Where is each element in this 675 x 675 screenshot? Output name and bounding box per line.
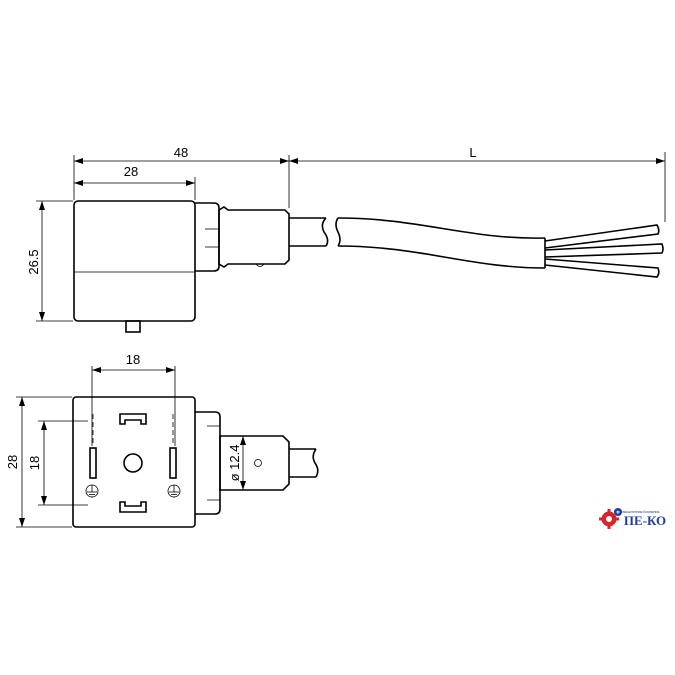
side-view: 48 28 L 26.5 (26, 145, 666, 333)
gear-icon (599, 508, 622, 529)
dimension-cable-diameter: ø 12.4 (227, 445, 242, 482)
cable-gland (218, 206, 290, 268)
logo-tagline: Промышленная Компания (617, 510, 660, 514)
contact-left (89, 447, 97, 479)
ground-icon-right (167, 484, 181, 498)
dimension-18-width: 18 (126, 352, 140, 367)
dimension-48: 48 (174, 145, 188, 160)
dimension-28-height: 28 (5, 455, 20, 469)
front-view: 18 28 18 ø 12.4 (5, 352, 319, 528)
dimension-28-top: 28 (124, 164, 138, 179)
cable-wires (544, 224, 664, 278)
company-logo: Промышленная Компания ПЕ-КО (599, 508, 666, 529)
front-gland (219, 435, 290, 491)
contact-bottom (119, 501, 147, 513)
cable-jacket-bottom (337, 245, 546, 269)
housing-body (73, 200, 196, 322)
cable-jacket-top (337, 217, 546, 239)
contact-right (169, 447, 177, 479)
front-housing (72, 396, 196, 528)
center-contact (123, 453, 143, 473)
cable-stub (289, 217, 326, 247)
housing-shoulder (195, 202, 220, 272)
housing-pin (125, 320, 141, 333)
front-shoulder (195, 411, 221, 515)
contact-top (119, 413, 147, 425)
dimension-26-5: 26.5 (26, 249, 41, 274)
ground-icon-left (85, 484, 99, 498)
logo-name: ПЕ-КО (624, 513, 666, 528)
dimension-18-height: 18 (27, 456, 42, 470)
dimension-L: L (469, 145, 476, 160)
